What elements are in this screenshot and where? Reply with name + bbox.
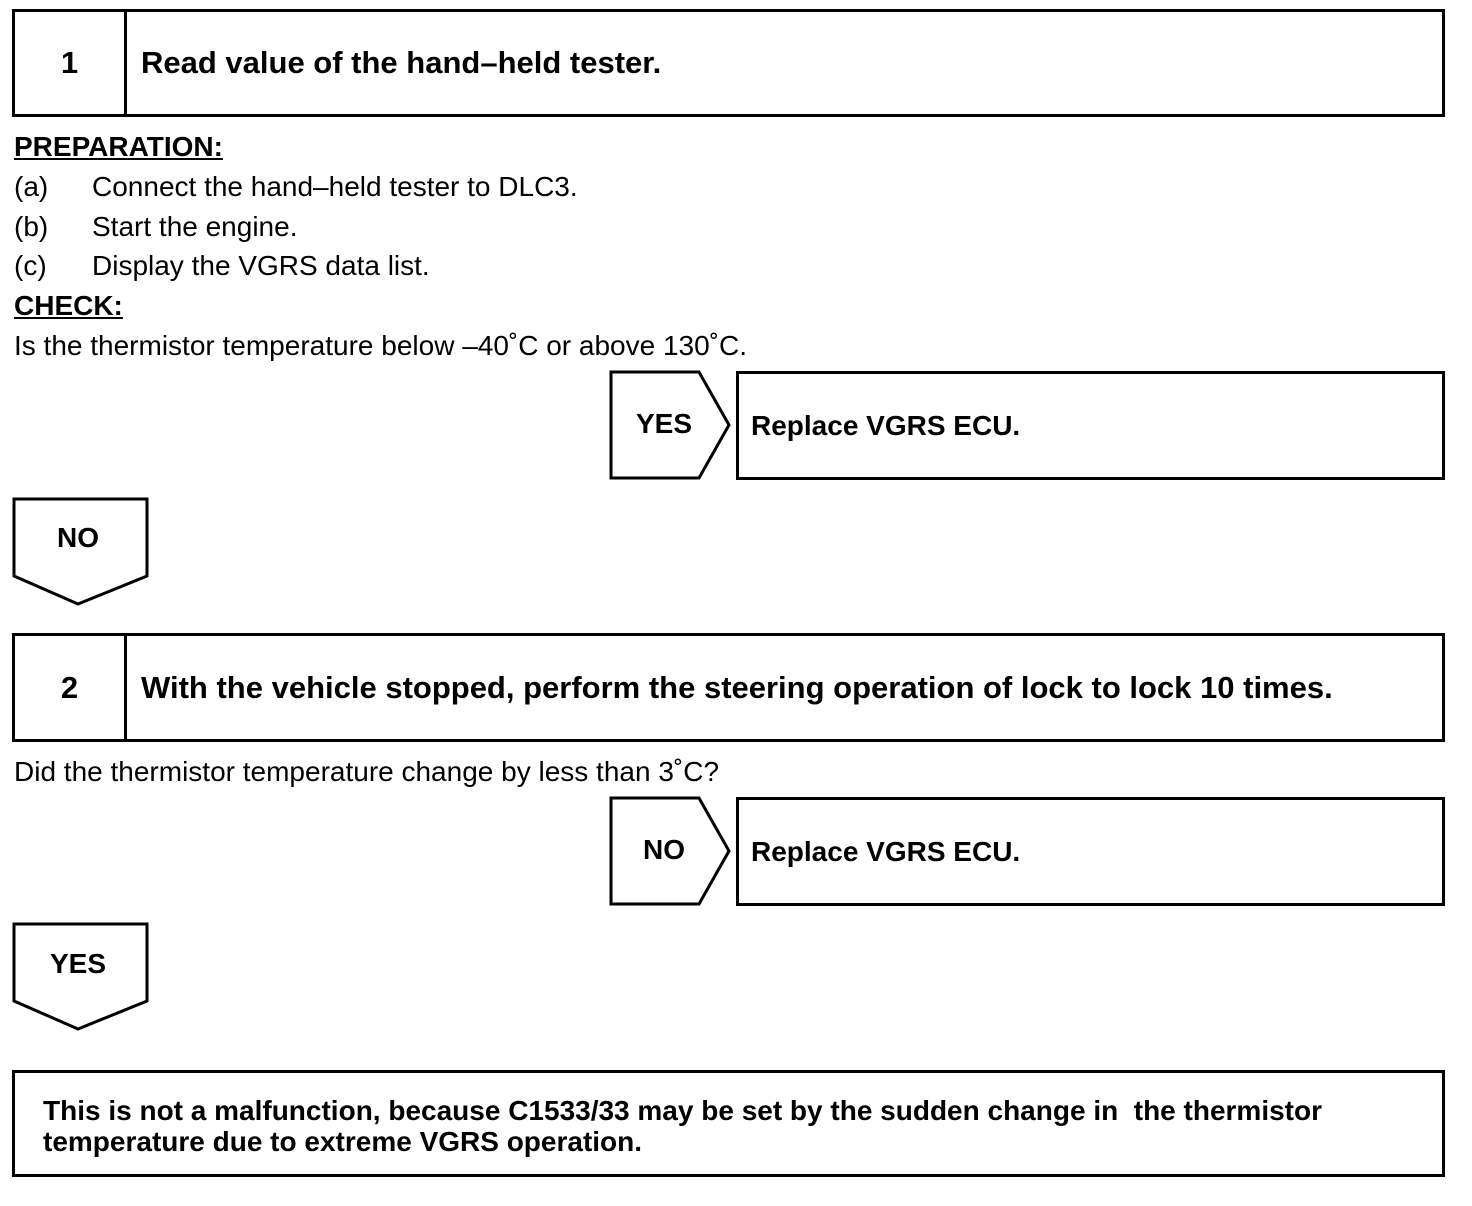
preparation-item-text: Connect the hand–held tester to DLC3. [92,171,578,202]
step-1-number: 1 [15,12,127,114]
check-text: Is the thermistor temperature below –40˚… [14,330,748,361]
step-2-question: Did the thermistor temperature change by… [14,756,720,787]
preparation-item-label: (b) [14,211,49,242]
conclusion-line-1: This is not a malfunction, because C1533… [43,1095,1323,1126]
preparation-item-c: (c) Display the VGRS data list. [14,246,430,286]
right-arrow-yes-step-1 [609,370,731,480]
result-replace-vgrs-ecu-2: Replace VGRS ECU. [736,797,1445,906]
result-replace-vgrs-ecu-1: Replace VGRS ECU. [736,371,1445,480]
down-arrow-no-step-1 [12,497,149,606]
down-arrow-yes-step-2 [12,922,149,1031]
right-arrow-yes-label: YES [635,408,693,439]
conclusion-box: This is not a malfunction, because C1533… [12,1070,1445,1177]
step-1-box: 1 Read value of the hand–held tester. [12,9,1445,117]
step-2-number: 2 [15,636,127,739]
down-arrow-no-label: NO [57,522,99,553]
right-arrow-no-label: NO [643,834,685,865]
step-2-title: With the vehicle stopped, perform the st… [141,669,1333,705]
preparation-item-label: (a) [14,171,49,202]
down-arrow-yes-label: YES [49,948,107,979]
preparation-item-text: Start the engine. [92,211,298,242]
preparation-item-b: (b) Start the engine. [14,207,297,247]
step-1-title: Read value of the hand–held tester. [141,45,662,80]
preparation-item-label: (c) [14,250,47,281]
preparation-item-a: (a) Connect the hand–held tester to DLC3. [14,167,578,207]
check-heading: CHECK: [14,290,123,321]
step-2-box: 2 With the vehicle stopped, perform the … [12,633,1445,742]
right-arrow-no-step-2 [609,796,731,906]
preparation-item-text: Display the VGRS data list. [92,250,430,281]
conclusion-line-2: temperature due to extreme VGRS operatio… [43,1126,643,1157]
preparation-heading: PREPARATION: [14,131,223,162]
